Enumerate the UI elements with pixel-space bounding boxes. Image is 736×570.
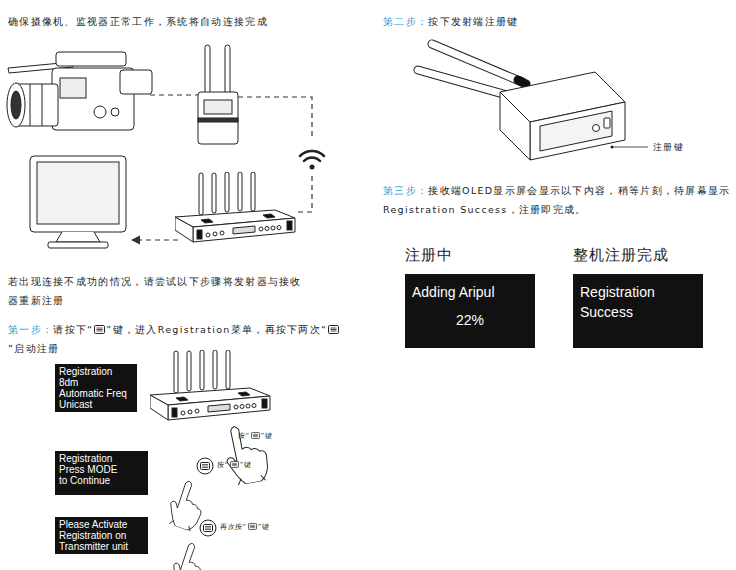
oled-screen: Registration8dmAutomatic FreqUnicast xyxy=(55,364,137,412)
text-line: 按“ ”键 xyxy=(217,459,297,471)
text-line: 再次按“ ”键 xyxy=(220,521,310,533)
text-line: 确保摄像机、监视器正常工作，系统将自动连接完成 xyxy=(8,12,358,31)
screen-display: Adding Aripul 22% xyxy=(405,274,535,348)
instruction-text: 再次按“ xyxy=(220,523,247,531)
step-heading: 第二步： xyxy=(383,16,428,27)
instruction-text: ”键 xyxy=(261,432,273,440)
oled-screen: Please Activate Registration on Transmit… xyxy=(55,517,148,554)
instruction-text: ”键 xyxy=(240,461,252,469)
oled-screen: 整机注册完成 Registration Success xyxy=(573,246,703,348)
menu-key-icon xyxy=(230,461,239,468)
oled-screen: Registration Press MODE to Continue xyxy=(55,451,148,495)
menu-key-icon xyxy=(251,432,260,439)
oled-text: 22% xyxy=(412,310,528,330)
oled-text: Please Activate Registration on Transmit… xyxy=(59,519,143,552)
oled-text: Unicast xyxy=(59,399,133,410)
text-line: 按“ ”键 xyxy=(238,430,318,442)
instruction-text: 接收端OLED显示屏会显示以下内容，稍等片刻，待屏幕显示Registration… xyxy=(383,185,731,215)
oled-screen: 注册中 Adding Aripul 22% xyxy=(405,246,535,348)
instruction-text: ”键，进入Registration菜单，再按下两次“ xyxy=(106,324,327,335)
screen-heading: 注册中 xyxy=(405,246,535,264)
instruction-text: 按“ xyxy=(238,432,250,440)
step-heading: 第一步： xyxy=(8,324,53,335)
text-line: 注册键 xyxy=(653,141,723,153)
oled-text: Registration Press MODE to Continue xyxy=(59,453,123,486)
text-line: 第二步：按下发射端注册键 xyxy=(383,12,723,31)
instruction-text: ”键 xyxy=(258,523,270,531)
instruction-text: 若出现连接不成功的情况，请尝试以下步骤将发射器与接收器重新注册 xyxy=(8,276,302,306)
oled-text: 8dm xyxy=(59,377,133,388)
instruction-text: 按“ xyxy=(217,461,229,469)
text-line: 第三步：接收端OLED显示屏会显示以下内容，稍等片刻，待屏幕显示Registra… xyxy=(383,181,735,219)
instruction-text: 注册键 xyxy=(653,142,684,152)
instruction-text: ”启动注册 xyxy=(8,343,59,354)
screen-display: Registration Success xyxy=(573,274,703,348)
oled-text: Registration xyxy=(59,366,133,377)
step-heading: 第三步： xyxy=(383,185,428,196)
instruction-text: 确保摄像机、监视器正常工作，系统将自动连接完成 xyxy=(8,16,268,27)
instruction-text: 按下发射端注册键 xyxy=(428,16,518,27)
oled-text: Automatic Freq xyxy=(59,388,133,399)
oled-text: Registration Success xyxy=(580,282,696,322)
text-line: 若出现连接不成功的情况，请尝试以下步骤将发射器与接收器重新注册 xyxy=(8,272,308,310)
instruction-text: 请按下“ xyxy=(53,324,93,335)
screen-heading: 整机注册完成 xyxy=(573,246,703,264)
menu-key-icon xyxy=(248,523,257,530)
menu-key-icon xyxy=(94,325,105,334)
menu-key-icon xyxy=(328,325,339,334)
oled-text: Adding Aripul xyxy=(412,282,528,302)
text-line: 第一步：请按下“ ”键，进入Registration菜单，再按下两次“ ”启动注册 xyxy=(8,320,343,358)
